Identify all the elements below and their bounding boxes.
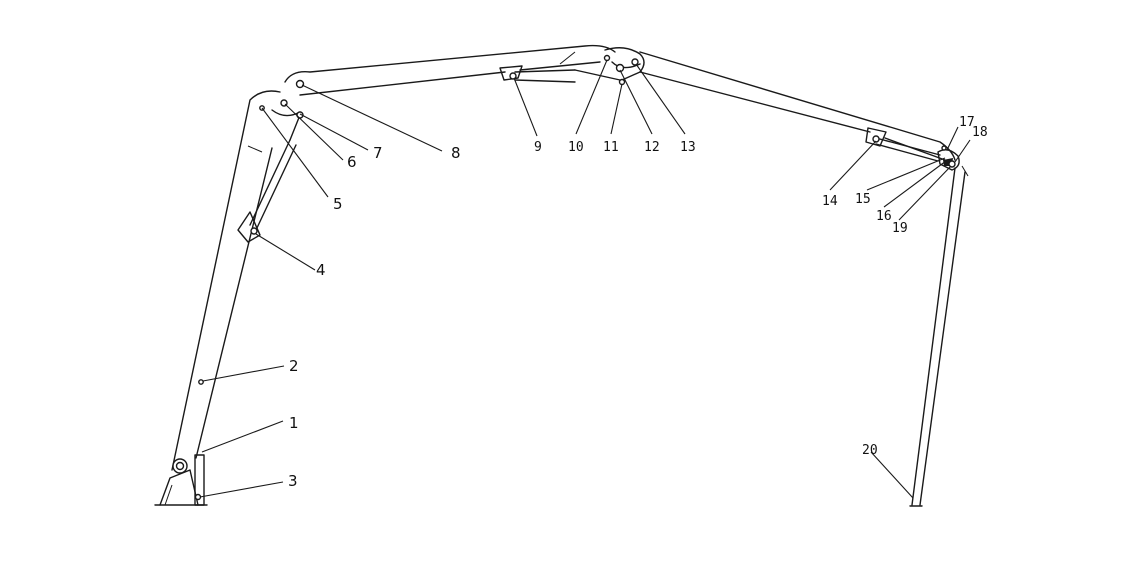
pin-13 — [631, 58, 639, 66]
pin-8 — [295, 79, 305, 89]
callout-7: 7 — [373, 144, 383, 162]
pin-18 — [948, 160, 956, 168]
pin-11 — [618, 78, 626, 86]
callout-13: 13 — [680, 140, 696, 155]
pin-3 — [194, 493, 202, 501]
callout-19: 19 — [892, 221, 908, 236]
callout-6: 6 — [347, 153, 357, 171]
cylinder-1 — [237, 114, 301, 243]
callout-labels: 1 2 3 4 5 6 7 8 9 10 11 12 13 14 15 16 1… — [288, 115, 988, 490]
callout-5: 5 — [333, 195, 343, 213]
pin-14 — [872, 135, 880, 143]
pin-2 — [198, 379, 204, 385]
pin-17 — [941, 145, 947, 151]
callout-17: 17 — [959, 115, 975, 130]
leader-lines — [199, 59, 971, 499]
callout-10: 10 — [568, 140, 584, 155]
callout-4: 4 — [316, 261, 326, 279]
cylinder-2 — [499, 65, 621, 83]
callout-12: 12 — [644, 140, 660, 155]
end-hose — [909, 165, 969, 507]
callout-20: 20 — [862, 443, 878, 458]
callout-2: 2 — [289, 357, 299, 375]
callout-16: 16 — [876, 209, 892, 224]
callout-8: 8 — [451, 144, 461, 162]
turret-base — [154, 454, 208, 506]
hinge-pins — [172, 54, 956, 501]
callout-1: 1 — [289, 414, 299, 432]
callout-3: 3 — [288, 472, 298, 490]
cylinder-3 — [865, 127, 941, 162]
boom-section-2 — [284, 44, 616, 96]
pin-12 — [615, 63, 625, 73]
callout-18: 18 — [972, 125, 988, 140]
pin-9 — [509, 72, 517, 80]
callout-11: 11 — [603, 140, 619, 155]
callout-14: 14 — [822, 194, 838, 209]
callout-9: 9 — [534, 140, 542, 155]
callout-15: 15 — [855, 192, 871, 207]
pin-10 — [603, 54, 611, 62]
boom-section-1 — [171, 90, 301, 471]
pin-4 — [250, 227, 258, 235]
